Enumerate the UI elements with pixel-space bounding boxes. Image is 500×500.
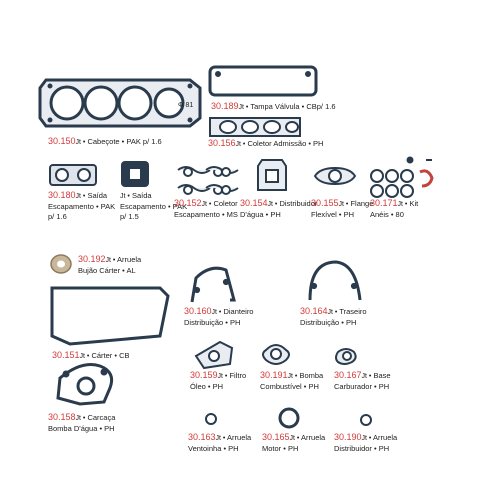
label-oil-pan: 30.151Jt • Cárter • CB xyxy=(52,350,130,360)
valve-cover-gasket xyxy=(208,65,318,97)
engine-washer xyxy=(278,407,300,429)
flexible-flange-gasket xyxy=(313,166,357,186)
intake-manifold-gasket xyxy=(209,117,301,137)
oil-pan-gasket xyxy=(50,286,170,346)
front-timing-cover-gasket xyxy=(190,266,236,303)
drain-plug-washer xyxy=(50,254,72,274)
water-pump-housing-gasket xyxy=(56,363,114,406)
water-distributor-gasket xyxy=(257,159,287,191)
oil-filter-gasket xyxy=(194,340,234,370)
exhaust-outlet-gasket-1 xyxy=(49,164,97,186)
carburetor-base-gasket xyxy=(335,348,357,365)
exhaust-manifold-gaskets xyxy=(177,166,239,195)
label-cylinder-head: 30.150Jt • Cabeçote • PAK p/ 1.6 xyxy=(48,136,162,146)
bore-mark: Φ 81 xyxy=(178,102,193,109)
fan-washer xyxy=(205,413,217,425)
o-ring-kit xyxy=(370,156,434,198)
fuel-pump-gasket xyxy=(262,344,290,365)
exhaust-outlet-gasket-2 xyxy=(121,161,149,187)
label-intake-manifold: 30.156Jt • Coletor Admissão • PH xyxy=(208,138,324,148)
rear-timing-cover-gasket xyxy=(308,260,362,301)
distributor-washer xyxy=(360,414,372,426)
cylinder-head-gasket xyxy=(38,78,202,128)
label-valve-cover: 30.189Jt • Tampa Válvula • CBp/ 1.6 xyxy=(211,101,336,111)
